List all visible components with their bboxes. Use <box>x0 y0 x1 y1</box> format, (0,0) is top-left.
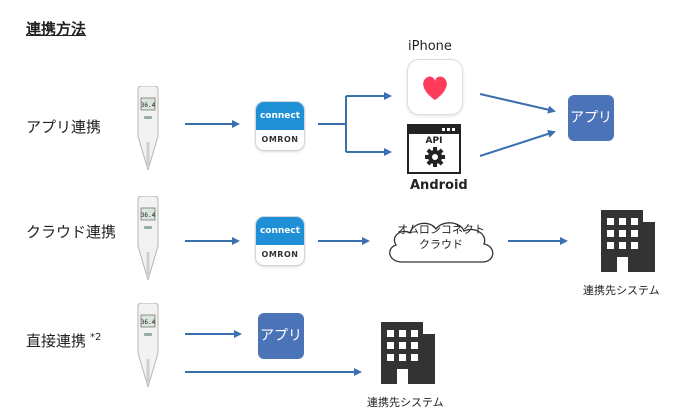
heart-icon <box>423 76 447 100</box>
arrow-iphone-to-app <box>479 93 556 114</box>
footnote-marker: *2 <box>90 332 102 343</box>
omron-connect-icon: connect OMRON <box>255 101 305 151</box>
building-icon <box>381 322 435 384</box>
thermometer-icon: 36.4 <box>137 196 159 280</box>
thermometer-icon: 36.4 <box>137 86 159 170</box>
partner-system-label: 連携先システム <box>367 396 444 409</box>
row-label-direct-text: 直接連携 <box>26 332 87 350</box>
cloud-icon <box>389 222 494 263</box>
cloud-label-line1: オムロンコネクト <box>397 223 485 236</box>
thermometer-reading: 36.4 <box>141 102 156 109</box>
building-icon <box>601 210 655 272</box>
connect-label: connect <box>256 217 304 245</box>
api-window-icon: API <box>407 124 461 174</box>
api-label: API <box>425 136 443 146</box>
app-icon: アプリ <box>258 313 304 359</box>
omron-connect-icon: connect OMRON <box>255 216 305 266</box>
omron-label: OMRON <box>261 135 299 144</box>
connect-label: connect <box>256 102 304 130</box>
page-title: 連携方法 <box>26 20 87 38</box>
row-label-app: アプリ連携 <box>26 118 102 136</box>
cloud-label-line2: クラウド <box>419 238 463 251</box>
thermometer-icon: 36.4 <box>137 303 159 387</box>
android-label: Android <box>410 178 468 193</box>
cloud-label: オムロンコネクト クラウド <box>390 222 492 252</box>
row-label-cloud: クラウド連携 <box>26 223 117 241</box>
app-icon: アプリ <box>568 95 614 141</box>
arrow-android-to-app <box>479 130 556 157</box>
omron-label: OMRON <box>261 250 299 259</box>
thermometer-reading: 36.4 <box>141 212 156 219</box>
partner-system-label: 連携先システム <box>583 284 660 297</box>
iphone-label: iPhone <box>408 39 452 54</box>
gear-icon <box>425 147 445 167</box>
apple-health-icon <box>407 59 463 115</box>
row-label-direct: 直接連携*2 <box>26 330 101 351</box>
thermometer-reading: 36.4 <box>141 319 156 326</box>
